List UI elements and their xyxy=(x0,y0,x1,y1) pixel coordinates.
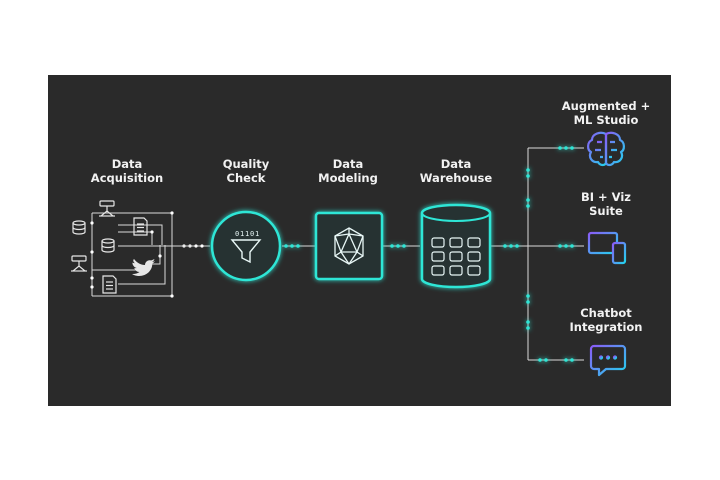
svg-text:1: 1 xyxy=(245,230,249,238)
svg-text:0: 0 xyxy=(250,230,254,238)
source-connector-dots xyxy=(90,211,192,298)
flow-dots xyxy=(284,146,574,362)
flow-white-dots xyxy=(194,244,204,248)
polyhedron-icon xyxy=(334,227,364,265)
label-bi-viz-suite: BI + Viz Suite xyxy=(580,190,632,218)
database-icon xyxy=(72,220,86,235)
document-icon xyxy=(102,275,117,294)
svg-text:1: 1 xyxy=(255,230,259,238)
data-modeling-node xyxy=(314,211,384,281)
svg-text:1: 1 xyxy=(240,230,244,238)
svg-text:0: 0 xyxy=(235,230,239,238)
funnel-icon xyxy=(230,239,262,264)
twitter-icon xyxy=(132,259,155,276)
document-icon xyxy=(133,217,148,236)
database-icon xyxy=(101,238,115,253)
brain-icon xyxy=(587,131,625,167)
label-ml-studio: Augmented + ML Studio xyxy=(561,99,651,127)
label-chatbot-integration: Chatbot Integration xyxy=(569,306,643,334)
server-grid-icon xyxy=(431,237,481,276)
label-data-warehouse: Data Warehouse xyxy=(419,157,493,185)
label-data-modeling: Data Modeling xyxy=(318,157,378,185)
data-warehouse-node xyxy=(420,203,492,289)
monitor-phone-icon xyxy=(587,231,627,265)
satellite-icon xyxy=(99,200,115,217)
satellite-icon xyxy=(71,255,87,272)
label-quality-check: Quality Check xyxy=(222,157,270,185)
chat-bubble-icon xyxy=(589,344,627,377)
label-data-acquisition: Data Acquisition xyxy=(90,157,164,185)
